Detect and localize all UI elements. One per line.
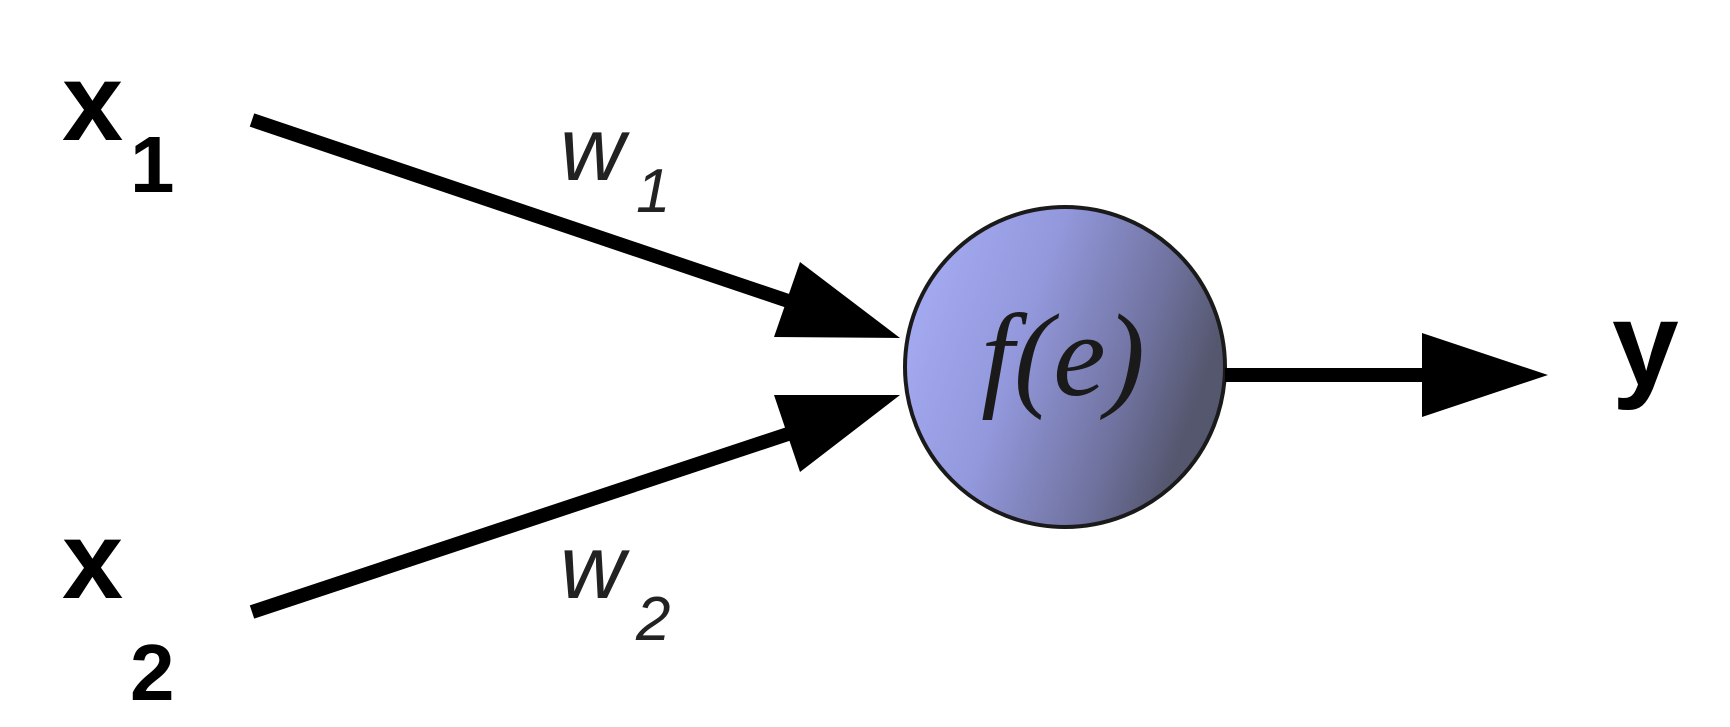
activation-function-label: f(e) bbox=[981, 290, 1145, 421]
input-x1-label: x 1 bbox=[62, 41, 175, 209]
svg-text:1: 1 bbox=[636, 157, 670, 226]
svg-text:x: x bbox=[62, 499, 123, 622]
arrow-x2-to-neuron bbox=[249, 395, 900, 619]
weight-w1-label: w 1 bbox=[560, 100, 670, 226]
svg-text:x: x bbox=[62, 41, 123, 164]
svg-text:1: 1 bbox=[130, 120, 175, 209]
input-x2-label: x 2 bbox=[62, 499, 175, 717]
svg-text:2: 2 bbox=[130, 628, 175, 717]
weight-w2-label: w 2 bbox=[560, 518, 670, 654]
svg-text:w: w bbox=[560, 518, 630, 618]
arrow-neuron-to-output bbox=[1225, 333, 1548, 417]
output-y-label: y bbox=[1612, 277, 1679, 411]
svg-text:y: y bbox=[1612, 277, 1679, 411]
neuron-node: f(e) bbox=[903, 205, 1227, 529]
arrow-x1-to-neuron bbox=[249, 113, 900, 338]
svg-text:w: w bbox=[560, 100, 630, 200]
svg-text:2: 2 bbox=[635, 585, 670, 654]
